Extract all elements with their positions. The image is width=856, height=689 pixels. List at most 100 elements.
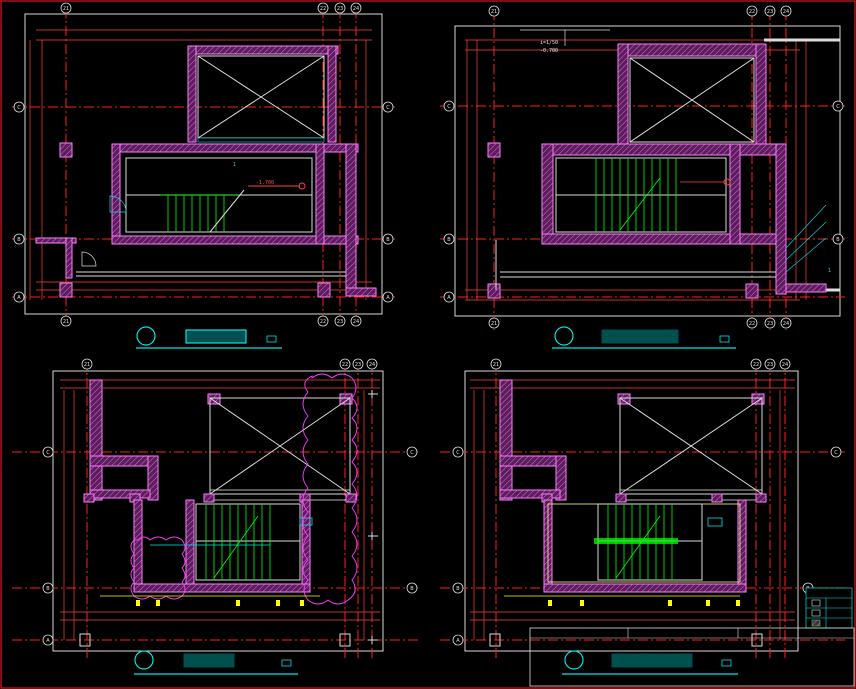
svg-text:B: B [836, 237, 840, 243]
panel-4-plan[interactable]: 21 22 23 24 C B A C B [440, 358, 855, 687]
svg-text:C: C [836, 104, 840, 110]
axis-marker-23: 23 [334, 2, 346, 14]
panel-3-plan[interactable]: 21 22 23 24 C B A C B [12, 358, 418, 675]
p1-label: 1 [233, 162, 236, 168]
revision-cloud [302, 373, 358, 605]
axis-marker-c: C [42, 446, 54, 458]
axis-marker-22: 22 [317, 2, 329, 14]
stair-flight [195, 503, 301, 581]
svg-text:22: 22 [749, 321, 755, 327]
axis-marker-23: 23 [352, 358, 364, 370]
axis-marker-a: A [452, 634, 464, 646]
stair-wall-bottom [543, 583, 747, 593]
shaft-wall-top [617, 43, 767, 57]
axis-marker-21: 21 [490, 358, 502, 370]
column [59, 142, 73, 158]
door-swing [109, 195, 127, 213]
axis-marker-23: 23 [764, 5, 776, 17]
title-block [529, 627, 855, 687]
svg-text:C: C [456, 450, 460, 456]
axis-marker-b: B [452, 582, 464, 594]
svg-text:B: B [456, 586, 460, 592]
svg-text:21: 21 [63, 319, 69, 325]
axis-marker-b-right: B [382, 233, 394, 245]
shaft-wall-left [617, 43, 629, 145]
svg-text:21: 21 [84, 362, 90, 368]
svg-text:24: 24 [783, 321, 789, 327]
p2-slope: i=1/50 [540, 40, 558, 46]
shaft-wall-top [207, 393, 221, 405]
stair-wall-top [541, 143, 787, 156]
svg-text:21: 21 [63, 6, 69, 12]
stair-wall-left [111, 143, 121, 245]
svg-text:C: C [447, 104, 451, 110]
stair-wall-bottom [133, 583, 311, 593]
axis-marker-b: B [13, 233, 25, 245]
panel-1-frame [24, 13, 383, 315]
stair-wall-right [775, 143, 787, 295]
svg-text:21: 21 [491, 9, 497, 15]
svg-text:C: C [834, 450, 838, 456]
axis-marker-a: A [443, 291, 455, 303]
stair-flight [125, 157, 313, 233]
svg-text:24: 24 [353, 6, 359, 12]
svg-text:A: A [447, 295, 451, 301]
axis-marker-a-right: A [382, 291, 394, 303]
panel-2-plan[interactable]: i=1/50 -0.700 [440, 5, 845, 349]
axis-marker-c-right: C [830, 446, 842, 458]
panel-2-title[interactable] [552, 326, 736, 349]
panel-1-plan[interactable]: 1 -1.700 21 22 23 24 21 22 23 24 C B A C… [12, 2, 395, 349]
svg-text:23: 23 [767, 362, 773, 368]
svg-text:A: A [46, 638, 50, 644]
p2-note: 1 [828, 268, 831, 274]
shaft-wall-right [327, 45, 337, 143]
panel-3-frame [52, 370, 384, 652]
svg-text:A: A [17, 295, 21, 301]
panel-4-title[interactable] [562, 650, 738, 675]
svg-text:22: 22 [342, 362, 348, 368]
elevator-shaft [619, 397, 763, 495]
axis-marker-c: C [443, 100, 455, 112]
svg-text:24: 24 [353, 319, 359, 325]
wall-left [89, 379, 103, 501]
axis-marker-24-bottom: 24 [350, 315, 362, 327]
axis-marker-c-right: C [832, 100, 844, 112]
stair-wall-right [345, 143, 357, 295]
svg-text:21: 21 [493, 362, 499, 368]
stair-wall-left [541, 143, 554, 245]
axis-marker-22: 22 [339, 358, 351, 370]
svg-text:21: 21 [491, 321, 497, 327]
axis-marker-22: 22 [746, 5, 758, 17]
axis-marker-b-right: B [406, 582, 418, 594]
wall-left [499, 379, 513, 501]
axis-marker-23: 23 [764, 358, 776, 370]
svg-text:23: 23 [337, 319, 343, 325]
svg-text:B: B [386, 237, 390, 243]
panel-2-frame [454, 25, 841, 317]
axis-marker-22: 22 [750, 358, 762, 370]
axis-marker-24: 24 [366, 358, 378, 370]
axis-marker-23-bottom: 23 [334, 315, 346, 327]
axis-marker-c: C [13, 101, 25, 113]
detail-bubble [136, 326, 156, 346]
axis-marker-24-bottom: 24 [780, 317, 792, 329]
axis-marker-21: 21 [81, 358, 93, 370]
detail-bubble [554, 326, 574, 346]
panel-1-title[interactable] [136, 326, 282, 349]
axis-marker-a: A [13, 291, 25, 303]
axis-marker-c-right: C [382, 101, 394, 113]
shaft-wall-right [755, 43, 767, 145]
axis-marker-24: 24 [779, 358, 791, 370]
svg-text:B: B [410, 586, 414, 592]
panel-3-title[interactable] [134, 650, 298, 675]
axis-marker-23-bottom: 23 [764, 317, 776, 329]
svg-text:B: B [46, 586, 50, 592]
svg-text:23: 23 [767, 9, 773, 15]
legend-table [805, 587, 853, 629]
axis-marker-21: 21 [488, 5, 500, 17]
shaft-wall-top [187, 45, 339, 55]
axis-marker-21-bottom: 21 [60, 315, 72, 327]
detail-bubble [134, 650, 154, 670]
